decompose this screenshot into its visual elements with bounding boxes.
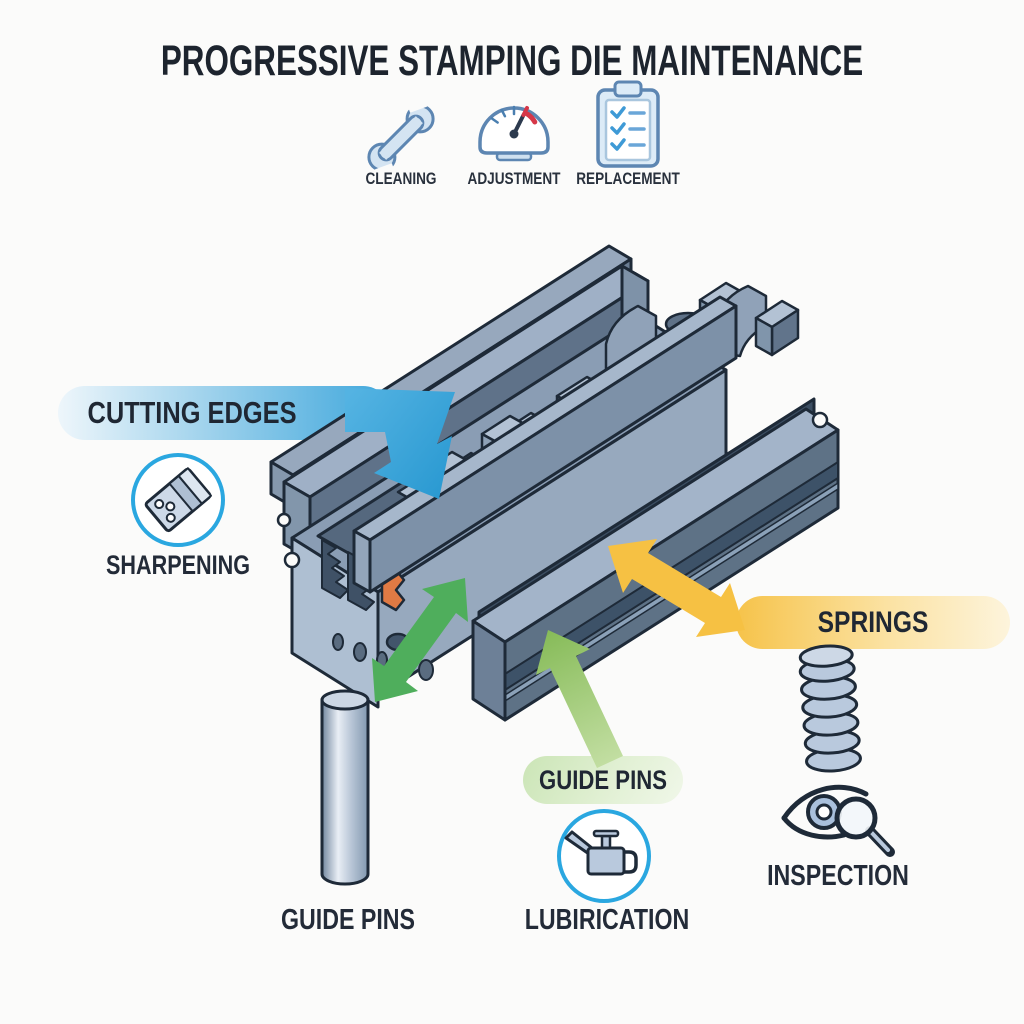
gauge-icon	[478, 105, 550, 162]
sharpener-icon	[131, 453, 225, 547]
wrench-icon	[367, 94, 435, 182]
annotation-lubrication-label: LUBIRICATION	[524, 904, 690, 936]
springs-double-arrow	[608, 539, 745, 637]
legend-item-cleaning-label: CLEANING	[365, 169, 437, 188]
callout-pill-cutting-edges: CUTTING EDGES	[58, 386, 390, 440]
eye-magnifier-icon	[781, 784, 895, 857]
clipboard-icon	[596, 80, 660, 168]
callout-springs-label: SPRINGS	[817, 606, 929, 639]
callout-guide-pins-label: GUIDE PINS	[539, 765, 667, 795]
spring-illustration	[798, 644, 862, 773]
callout-pill-springs: SPRINGS	[736, 596, 1010, 649]
legend-item-replacement-label: REPLACEMENT	[576, 169, 680, 188]
oil-can-icon	[557, 809, 651, 903]
guide-pins-double-arrow	[372, 578, 468, 702]
legend-item-adjustment-label: ADJUSTMENT	[467, 169, 561, 188]
callout-arrows	[345, 388, 745, 768]
cutting-edges-arrow	[345, 388, 455, 499]
guide-pin-illustration	[320, 689, 370, 886]
die-mid-rail	[352, 295, 738, 594]
guide-pins-callout-arrow	[536, 630, 623, 768]
page-title: PROGRESSIVE STAMPING DIE MAINTENANCE	[160, 37, 864, 85]
annotation-sharpening-label: SHARPENING	[105, 550, 251, 580]
annotation-guide-pins-label: GUIDE PINS	[280, 904, 416, 936]
annotation-inspection-label: INSPECTION	[767, 860, 909, 892]
callout-cutting-edges-label: CUTTING EDGES	[87, 395, 297, 430]
